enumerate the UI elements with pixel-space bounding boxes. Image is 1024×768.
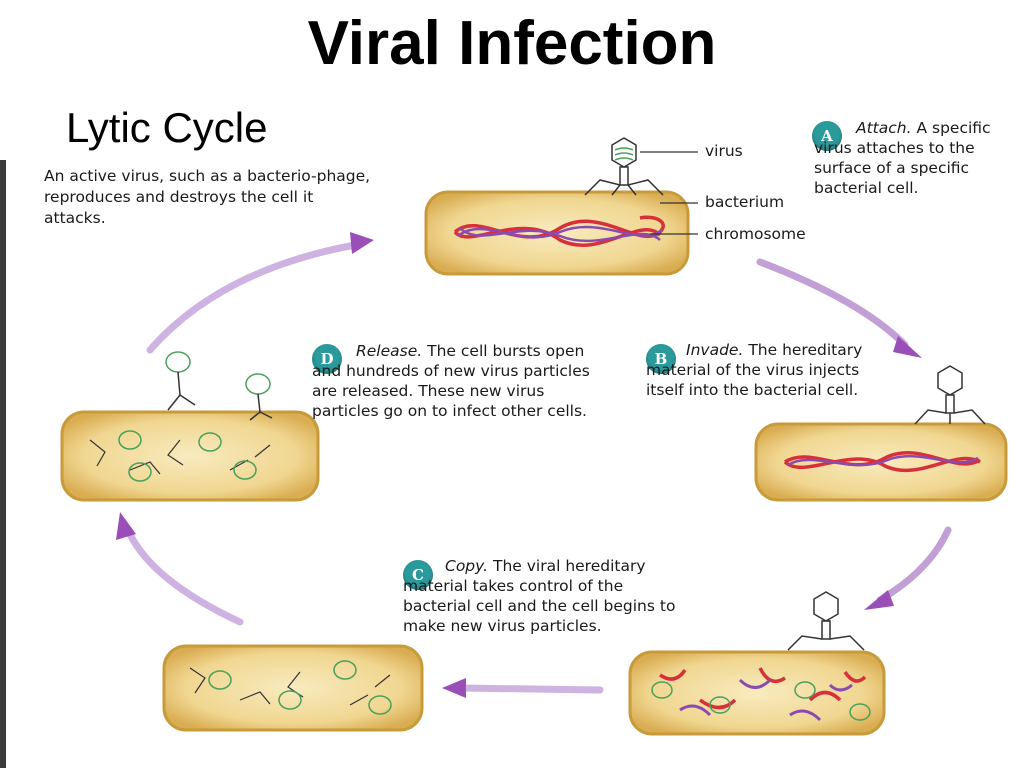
step-c-text: The viral hereditary material takes cont… <box>403 557 676 635</box>
chromosome-b-purple <box>787 454 979 467</box>
arrow-d-to-a-head <box>350 232 374 254</box>
intro-text: An active virus, such as a bacterio-phag… <box>44 167 371 227</box>
virus-a <box>584 137 664 196</box>
bacterium-cell-assembly <box>162 644 424 732</box>
arrow-c-to-bottom-left-head <box>442 678 466 698</box>
step-a-note: Attach. A specific virus attaches to the… <box>814 118 1019 198</box>
step-a-badge: A <box>812 121 842 151</box>
step-c-name: Copy. <box>445 557 489 575</box>
arrow-b-to-c-head <box>864 590 894 610</box>
arrow-a-to-b-head <box>893 336 922 358</box>
assembly-tails <box>189 667 391 706</box>
step-d-badge: D <box>312 344 342 374</box>
cell-release <box>60 351 320 502</box>
virus-b <box>914 365 986 425</box>
virus-parts-green <box>651 681 871 721</box>
release-tails <box>89 439 271 475</box>
step-d-note: Release. The cell bursts open and hundre… <box>312 341 602 421</box>
step-b-badge: B <box>646 344 676 374</box>
arrow-b-to-c <box>876 526 952 604</box>
arrow-a-to-b <box>756 258 909 349</box>
arrow-c-to-bottom-left <box>456 684 604 694</box>
released-virus-2 <box>245 373 273 421</box>
cell-attach <box>424 137 698 276</box>
arrow-bottom-left-to-d-head <box>116 512 136 540</box>
virus-c <box>787 591 865 651</box>
step-d-name: Release. <box>356 342 423 360</box>
step-a-text: A specific virus attaches to the surface… <box>814 119 991 197</box>
step-c-note: Copy. The viral hereditary material take… <box>403 556 693 636</box>
cell-assembly <box>162 644 424 732</box>
assembly-heads-green <box>208 660 392 715</box>
step-b-name: Invade. <box>686 341 744 359</box>
cycle-arrows <box>116 232 952 698</box>
step-d-text: The cell bursts open and hundreds of new… <box>312 342 590 420</box>
cell-copy <box>628 591 886 736</box>
page-title: Viral Infection <box>307 9 717 78</box>
page-subtitle: Lytic Cycle <box>66 104 268 151</box>
fragments-red <box>659 667 867 710</box>
released-virus-1 <box>165 351 196 411</box>
page-edge-bar <box>0 160 6 768</box>
release-heads-green <box>118 430 257 482</box>
step-c-badge: C <box>403 560 433 590</box>
bacterium-cell-d <box>60 410 320 502</box>
arrow-bottom-left-to-d <box>124 526 244 626</box>
label-bacterium: bacterium <box>705 193 785 211</box>
step-b-text: The hereditary material of the virus inj… <box>646 341 863 399</box>
chromosome-a-purple <box>457 225 663 242</box>
step-a-name: Attach. <box>856 119 912 137</box>
arrow-d-to-a <box>146 241 359 354</box>
label-chromosome: chromosome <box>705 225 806 243</box>
cell-invade <box>754 365 1008 502</box>
fragments-purple <box>679 678 853 722</box>
label-virus: virus <box>705 142 743 160</box>
step-b-note: Invade. The hereditary material of the v… <box>646 340 891 400</box>
bacterium-cell-c <box>628 650 886 736</box>
